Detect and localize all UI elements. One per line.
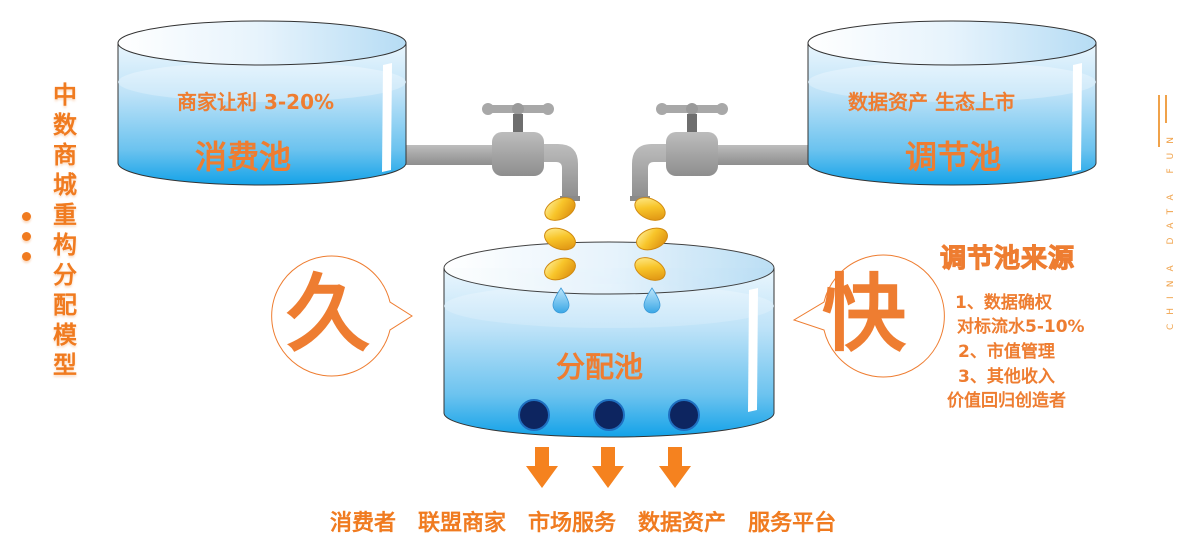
recipient-label: 服务平台 — [748, 511, 837, 536]
regulation-source-title: 调节池来源 — [939, 244, 1076, 275]
side-title-char: 中 — [53, 81, 77, 109]
regulation-pool — [807, 20, 1097, 186]
bullet-dot — [22, 212, 31, 221]
brand-vertical: CHINA DATA FUN — [1150, 95, 1180, 395]
bubble-left-char: 久 — [286, 265, 371, 363]
faucet-right-icon — [630, 103, 728, 201]
recipient-label: 消费者 — [330, 511, 397, 536]
droplet-icon — [643, 287, 661, 314]
recipients-row: 消费者 联盟商家 市场服务 数据资产 服务平台 — [330, 505, 836, 537]
coins-left-icon — [544, 197, 576, 281]
droplet-icon — [552, 287, 570, 314]
down-arrow-icon — [659, 447, 691, 488]
regulation-source-line: 3、其他收入 — [958, 367, 1055, 387]
brand-line — [1165, 95, 1167, 123]
down-arrow-icon — [592, 447, 624, 488]
consumption-pool — [117, 20, 407, 186]
side-title-char: 配 — [53, 291, 77, 319]
side-title-char: 构 — [53, 231, 77, 259]
distribution-pool-title: 分配池 — [556, 350, 644, 384]
pipe — [710, 145, 810, 165]
bubble-left — [271, 255, 413, 377]
side-title: 中 数 商 城 重 构 分 配 模 型 — [48, 80, 82, 380]
side-title-char: 模 — [53, 321, 77, 349]
side-title-char: 数 — [53, 111, 77, 139]
regulation-source-line: 对标流水5-10% — [957, 317, 1085, 337]
outlet-icon — [668, 399, 700, 431]
recipient-label: 联盟商家 — [418, 511, 507, 536]
coins-right-icon — [634, 197, 668, 281]
outlet-icon — [593, 399, 625, 431]
side-title-char: 重 — [53, 201, 77, 229]
regulation-source-line: 1、数据确权 — [955, 293, 1052, 313]
regulation-pool-subtitle: 数据资产 生态上市 — [848, 90, 1015, 114]
bullet-dot — [22, 232, 31, 241]
regulation-pool-title: 调节池 — [905, 138, 1002, 176]
side-title-char: 型 — [53, 351, 77, 379]
consumption-pool-subtitle: 商家让利 3-20% — [177, 90, 335, 114]
side-title-char: 分 — [53, 261, 77, 289]
outlet-icon — [518, 399, 550, 431]
consumption-pool-title: 消费池 — [195, 138, 292, 176]
regulation-source-line: 2、市值管理 — [958, 342, 1055, 362]
distribution-pool — [443, 241, 775, 438]
side-title-char: 城 — [53, 171, 77, 199]
down-arrows — [526, 447, 691, 488]
bullet-dot — [22, 252, 31, 261]
side-title-char: 商 — [53, 141, 77, 169]
down-arrow-icon — [526, 447, 558, 488]
faucet-left-icon — [482, 103, 580, 201]
regulation-source-line: 价值回归创造者 — [947, 391, 1066, 411]
brand-line — [1158, 95, 1160, 147]
recipient-label: 数据资产 — [638, 511, 727, 536]
bubble-right-char: 快 — [822, 265, 907, 363]
bubble-right — [792, 254, 945, 378]
pipe — [405, 145, 500, 165]
recipient-label: 市场服务 — [528, 511, 617, 536]
bullet-dots — [22, 212, 31, 272]
